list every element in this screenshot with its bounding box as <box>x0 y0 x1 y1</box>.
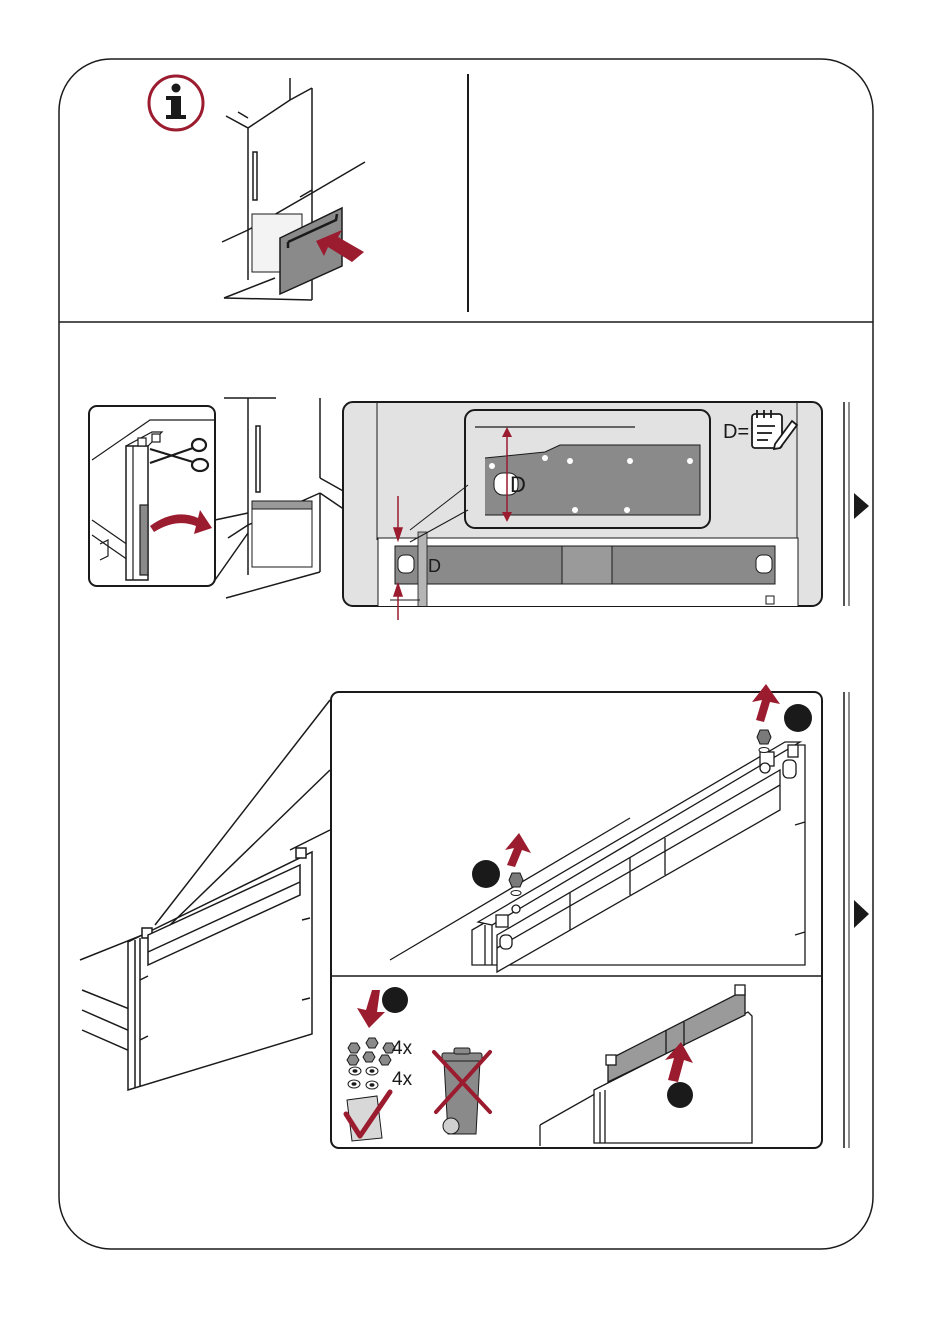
step-marker-bracket <box>667 1082 693 1108</box>
nut-upper <box>757 730 771 753</box>
play-arrow-icon <box>854 900 869 928</box>
cabinet-illustration-2 <box>215 398 345 598</box>
zoom-panel-measurement: D D D= <box>343 402 822 608</box>
d-label-small: D <box>428 556 441 576</box>
nut-lower <box>509 873 523 896</box>
d-label-large: D <box>510 472 526 497</box>
d-equals-label: D= <box>723 421 749 443</box>
zoom-panel-cut-strip <box>89 406 215 586</box>
step-marker-upper <box>784 704 812 732</box>
washers-count-label: 4x <box>392 1069 413 1090</box>
bag-icon <box>347 1096 382 1141</box>
play-arrow-icon <box>854 493 869 519</box>
drawer-overview-illustration <box>80 700 330 1090</box>
nuts-count-label: 4x <box>392 1038 413 1059</box>
info-icon <box>149 76 203 130</box>
step-marker-parts <box>382 987 408 1013</box>
step-marker-lower <box>472 860 500 888</box>
